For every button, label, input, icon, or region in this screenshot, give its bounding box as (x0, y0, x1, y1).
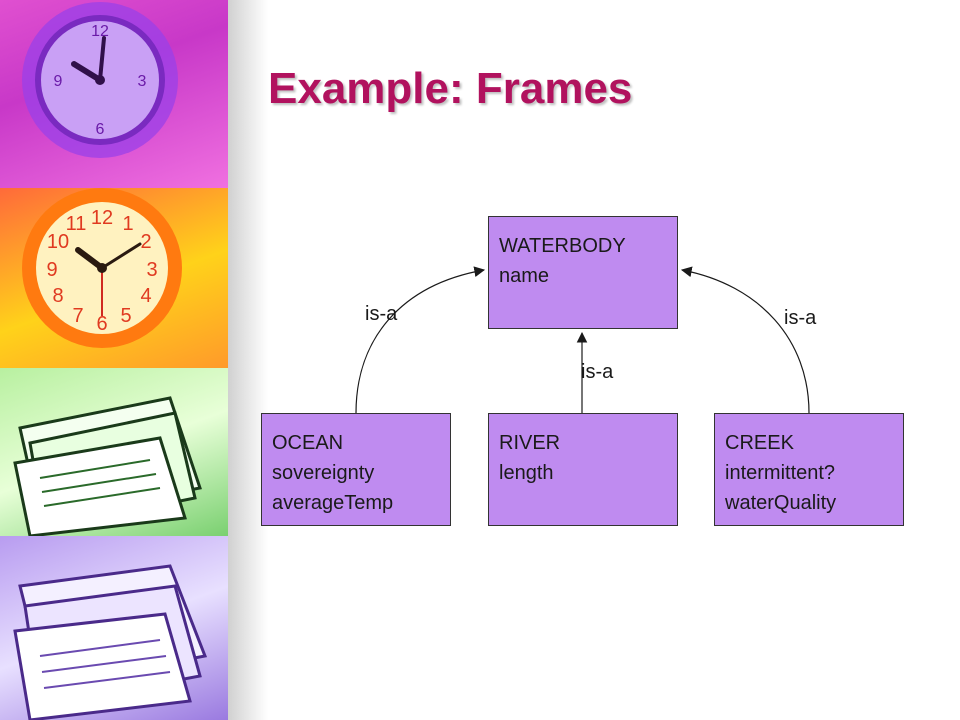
frame-waterbody: WATERBODY name (488, 216, 678, 329)
svg-text:5: 5 (120, 305, 131, 327)
ocean-to-waterbody-arrow (355, 266, 486, 414)
svg-text:3: 3 (138, 73, 147, 90)
svg-text:7: 7 (72, 305, 83, 327)
svg-text:6: 6 (96, 313, 107, 335)
frame-name: WATERBODY (499, 235, 626, 257)
frame-slot: waterQuality (725, 492, 837, 514)
svg-text:1: 1 (122, 213, 133, 235)
is-a-label-ocean: is-a (365, 303, 398, 325)
svg-text:12: 12 (91, 23, 109, 40)
frame-name: RIVER (499, 432, 561, 454)
frame-river: RIVER length (488, 413, 678, 526)
slide-title: Example: Frames (268, 64, 633, 113)
svg-text:6: 6 (96, 121, 105, 138)
frame-creek: CREEK intermittent? waterQuality (714, 413, 904, 526)
svg-text:12: 12 (91, 207, 113, 229)
svg-text:2: 2 (140, 231, 151, 253)
strip-shadow (228, 0, 268, 720)
svg-text:9: 9 (46, 259, 57, 281)
clock-photo-magenta: 12 3 6 9 (0, 0, 228, 188)
svg-text:10: 10 (47, 231, 69, 253)
frame-slot: sovereignty (272, 462, 375, 484)
frame-slot: intermittent? (725, 462, 836, 484)
frame-slot: averageTemp (272, 492, 394, 514)
creek-to-waterbody-arrow (680, 266, 810, 414)
frame-slot: name (499, 265, 550, 287)
svg-text:9: 9 (54, 73, 63, 90)
papers-photo-violet (0, 536, 228, 720)
svg-text:8: 8 (52, 285, 63, 307)
svg-text:4: 4 (140, 285, 151, 307)
is-a-label-river: is-a (581, 361, 614, 383)
frame-name: OCEAN (272, 432, 344, 454)
papers-photo-green (0, 368, 228, 536)
frame-slot: length (499, 462, 554, 484)
svg-text:11: 11 (66, 213, 87, 235)
svg-text:3: 3 (146, 259, 157, 281)
is-a-label-creek: is-a (784, 307, 817, 329)
frame-ocean: OCEAN sovereignty averageTemp (261, 413, 451, 526)
frame-name: CREEK (725, 432, 794, 454)
